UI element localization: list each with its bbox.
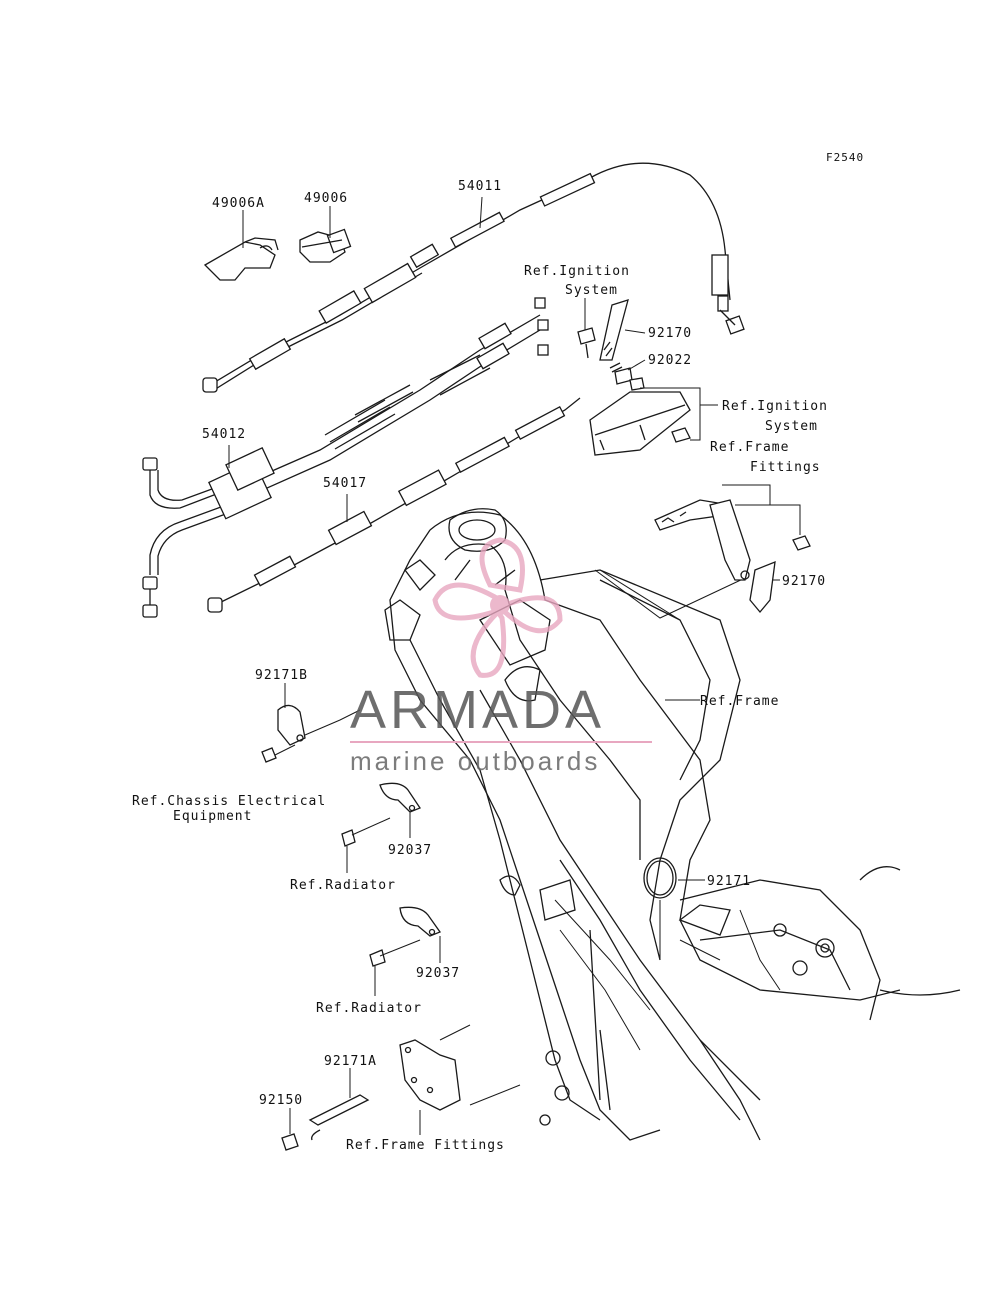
cable-54012 — [142, 297, 549, 618]
frame-fittings-bracket — [654, 484, 811, 614]
label-92022: 92022 — [648, 353, 692, 368]
frame-drawing — [384, 508, 961, 1141]
label-92171a: 92171A — [324, 1054, 377, 1069]
part-92037-a — [341, 782, 421, 847]
labels: F2540 54011 49006A 49006 Ref.Ignition Sy… — [132, 151, 864, 1153]
leader-92170-frame — [594, 569, 746, 619]
leader-lines — [228, 196, 780, 1135]
watermark-tagline: marine outboards — [350, 746, 600, 776]
part-92171-clamp — [643, 857, 677, 960]
label-ref-frame: Ref.Frame — [700, 694, 779, 709]
part-49006a — [203, 237, 279, 281]
label-92150: 92150 — [259, 1093, 303, 1108]
watermark-logo — [432, 537, 563, 678]
label-54012: 54012 — [202, 427, 246, 442]
ignition-parts — [577, 299, 718, 456]
label-ref-frame-fittings-1a: Ref.Frame — [710, 440, 789, 455]
watermark: ARMADA marine outboards — [350, 537, 652, 776]
label-92170-mid: 92170 — [782, 574, 826, 589]
label-ref-frame-fittings-2: Ref.Frame Fittings — [346, 1138, 505, 1153]
label-ref-ignition-2a: Ref.Ignition — [722, 399, 828, 414]
label-92037-b: 92037 — [416, 966, 460, 981]
label-ref-ignition-2b: System — [765, 419, 818, 434]
figure-code: F2540 — [826, 151, 864, 164]
label-54011: 54011 — [458, 179, 502, 194]
part-92171b — [261, 704, 361, 763]
label-92171b: 92171B — [255, 668, 308, 683]
label-ref-ignition-1b: System — [565, 283, 618, 298]
cable-54011 — [202, 162, 745, 393]
label-92037-a: 92037 — [388, 843, 432, 858]
cable-54017 — [207, 397, 581, 613]
label-49006a: 49006A — [212, 196, 265, 211]
label-ref-ignition-1a: Ref.Ignition — [524, 264, 630, 279]
watermark-brand: ARMADA — [350, 680, 605, 740]
label-92171: 92171 — [707, 874, 751, 889]
label-ref-radiator-a: Ref.Radiator — [290, 878, 396, 893]
label-49006: 49006 — [304, 191, 348, 206]
label-92170-top: 92170 — [648, 326, 692, 341]
label-54017: 54017 — [323, 476, 367, 491]
label-ref-radiator-b: Ref.Radiator — [316, 1001, 422, 1016]
part-92171a-92150 — [281, 1024, 521, 1151]
part-92037-b — [369, 906, 442, 967]
part-49006 — [299, 228, 352, 263]
label-ref-chassis-a: Ref.Chassis Electrical — [132, 794, 326, 809]
label-ref-chassis-b: Equipment — [173, 809, 252, 824]
label-ref-frame-fittings-1b: Fittings — [750, 460, 821, 475]
